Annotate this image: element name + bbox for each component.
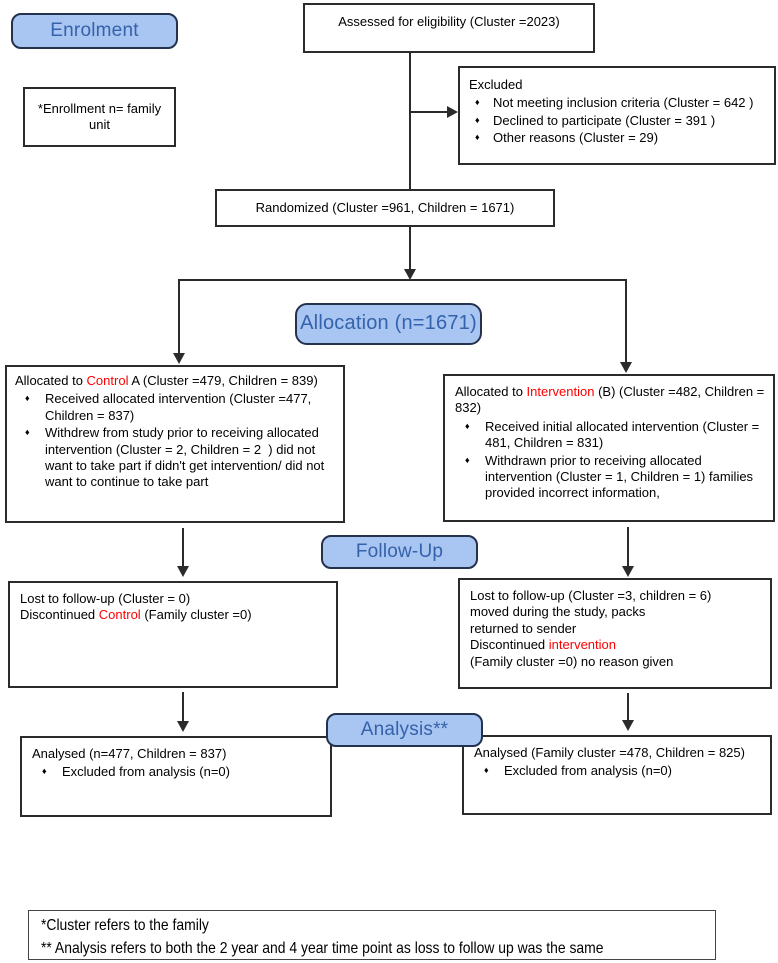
- analysis-control-title: Analysed (n=477, Children = 837): [32, 746, 227, 761]
- analysis-control-list: ♦Excluded from analysis (n=0): [32, 764, 324, 780]
- control-highlight: Control: [98, 607, 141, 623]
- assessed-box: Assessed for eligibility (Cluster =2023): [303, 3, 595, 53]
- arrowhead-alloc-left-icon: [173, 353, 185, 364]
- allocated-intervention-list: ♦Received initial allocated intervention…: [455, 419, 767, 502]
- stage-label-allocation-text: Allocation (n=1671): [300, 312, 477, 335]
- arrowhead-branch-icon: [404, 269, 416, 280]
- followup-intervention-line5: (Family cluster =0) no reason given: [470, 653, 674, 669]
- followup-intervention-line4: Discontinued intervention: [470, 637, 616, 653]
- followup-control-line2: Discontinued Control (Family cluster =0): [20, 607, 252, 623]
- diamond-bullet-icon: ♦: [25, 427, 30, 438]
- diamond-bullet-icon: ♦: [465, 420, 470, 431]
- connector-intervention-analysis: [627, 693, 629, 721]
- arrowhead-followup-right-icon: [622, 566, 634, 577]
- connector-assessed-randomized: [409, 52, 411, 189]
- analysis-control-box: Analysed (n=477, Children = 837) ♦Exclud…: [20, 736, 332, 817]
- analysis-intervention-list: ♦Excluded from analysis (n=0): [474, 763, 764, 779]
- list-item: ♦Excluded from analysis (n=0): [42, 764, 230, 780]
- list-item: ♦Received allocated intervention (Cluste…: [25, 391, 312, 423]
- stage-label-followup: Follow-Up: [321, 535, 478, 569]
- list-item: ♦Withdrawn prior to receiving allocated …: [465, 452, 754, 501]
- excluded-box: Excluded ♦Not meeting inclusion criteria…: [458, 66, 776, 165]
- followup-control-line1: Lost to follow-up (Cluster = 0): [20, 591, 191, 606]
- followup-control-box: Lost to follow-up (Cluster = 0) Disconti…: [8, 581, 338, 688]
- list-item: ♦Received initial allocated intervention…: [465, 418, 760, 451]
- stage-label-analysis-text: Analysis**: [360, 719, 449, 741]
- intervention-highlight: Intervention: [526, 384, 595, 399]
- diamond-bullet-icon: ♦: [25, 393, 30, 404]
- allocated-intervention-box: Allocated to Intervention (B) (Cluster =…: [443, 374, 775, 522]
- excluded-title: Excluded: [469, 77, 523, 92]
- connector-to-excluded: [410, 111, 447, 113]
- arrowhead-excluded-icon: [447, 106, 458, 118]
- followup-intervention-line2: moved during the study, packs: [470, 604, 646, 620]
- stage-label-enrolment: Enrolment: [11, 13, 178, 49]
- diamond-bullet-icon: ♦: [42, 766, 47, 777]
- randomized-box: Randomized (Cluster =961, Children = 167…: [215, 189, 555, 227]
- connector-control-analysis: [182, 692, 184, 722]
- followup-intervention-line1: Lost to follow-up (Cluster =3, children …: [470, 588, 712, 603]
- connector-branch-left: [178, 279, 180, 354]
- analysis-intervention-box: Analysed (Family cluster =478, Children …: [462, 735, 772, 815]
- assessed-text: Assessed for eligibility (Cluster =2023): [338, 14, 560, 29]
- control-highlight: Control: [86, 373, 129, 388]
- diamond-bullet-icon: ♦: [484, 765, 489, 776]
- intervention-highlight: intervention: [548, 637, 616, 653]
- diamond-bullet-icon: ♦: [475, 132, 480, 143]
- diamond-bullet-icon: ♦: [465, 454, 470, 465]
- stage-label-enrolment-text: Enrolment: [50, 20, 139, 42]
- list-item: ♦Excluded from analysis (n=0): [484, 763, 672, 779]
- list-item: ♦Declined to participate (Cluster = 391 …: [475, 112, 716, 128]
- footnote-line2: ** Analysis refers to both the 2 year an…: [41, 940, 604, 958]
- allocated-control-title: Allocated to Control A (Cluster =479, Ch…: [15, 373, 318, 388]
- connector-intervention-followup: [627, 527, 629, 567]
- allocated-control-list: ♦Received allocated intervention (Cluste…: [15, 391, 337, 490]
- followup-intervention-line3: returned to sender: [470, 620, 577, 636]
- stage-label-allocation: Allocation (n=1671): [295, 303, 482, 345]
- footnote-line1: *Cluster refers to the family: [41, 917, 209, 934]
- arrowhead-followup-left-icon: [177, 566, 189, 577]
- enrollment-note-text: *Enrollment n= family unit: [37, 100, 162, 132]
- excluded-list: ♦Not meeting inclusion criteria (Cluster…: [469, 95, 768, 146]
- connector-control-followup: [182, 528, 184, 567]
- allocated-intervention-title: Allocated to Intervention (B) (Cluster =…: [455, 384, 765, 416]
- stage-label-analysis: Analysis**: [326, 713, 483, 747]
- branch-line: [178, 279, 627, 281]
- randomized-text: Randomized (Cluster =961, Children = 167…: [255, 200, 515, 215]
- arrowhead-analysis-right-icon: [622, 720, 634, 731]
- connector-randomized-branch: [409, 227, 411, 269]
- diamond-bullet-icon: ♦: [475, 97, 480, 108]
- list-item: ♦Not meeting inclusion criteria (Cluster…: [475, 95, 754, 111]
- stage-label-followup-text: Follow-Up: [355, 541, 444, 563]
- analysis-intervention-title: Analysed (Family cluster =478, Children …: [474, 745, 745, 760]
- footnote-box: *Cluster refers to the family ** Analysi…: [28, 910, 716, 960]
- diamond-bullet-icon: ♦: [475, 114, 480, 125]
- list-item: ♦Withdrew from study prior to receiving …: [25, 425, 325, 490]
- followup-intervention-box: Lost to follow-up (Cluster =3, children …: [458, 578, 772, 689]
- arrowhead-alloc-right-icon: [620, 362, 632, 373]
- allocated-control-box: Allocated to Control A (Cluster =479, Ch…: [5, 365, 345, 523]
- connector-branch-right: [625, 279, 627, 363]
- arrowhead-analysis-left-icon: [177, 721, 189, 732]
- enrollment-note-box: *Enrollment n= family unit: [23, 87, 176, 147]
- list-item: ♦Other reasons (Cluster = 29): [475, 130, 659, 146]
